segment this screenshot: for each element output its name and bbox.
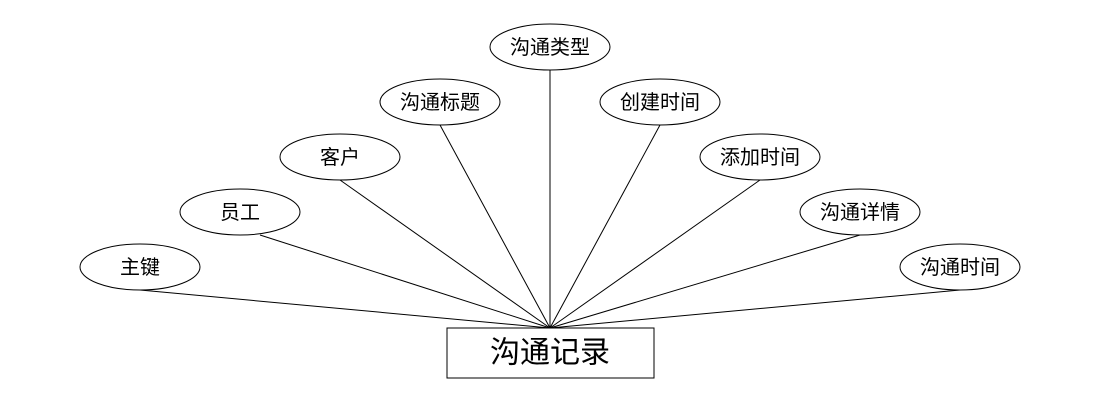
attribute-comm-type: 沟通类型 xyxy=(489,23,611,71)
attribute-label: 沟通详情 xyxy=(820,200,900,224)
attribute-label: 客户 xyxy=(320,145,360,169)
connector-comm-detail xyxy=(549,234,861,329)
attribute-add-time: 添加时间 xyxy=(699,133,821,181)
attribute-ellipse xyxy=(699,133,821,181)
entity-box xyxy=(446,327,655,379)
connector-add-time xyxy=(549,179,761,329)
attribute-ellipse xyxy=(179,188,301,236)
connector-primary-key xyxy=(139,289,551,329)
entity-label: 沟通记录 xyxy=(490,336,610,371)
attribute-ellipse xyxy=(489,23,611,71)
attribute-ellipse xyxy=(599,78,721,126)
attribute-comm-detail: 沟通详情 xyxy=(799,188,921,236)
connector-comm-time xyxy=(549,289,961,329)
attribute-ellipse xyxy=(279,133,401,181)
attribute-label: 添加时间 xyxy=(720,145,800,169)
attribute-create-time: 创建时间 xyxy=(599,78,721,126)
entity-communication-record: 沟通记录 xyxy=(446,327,655,379)
attribute-label: 沟通标题 xyxy=(400,90,480,114)
attribute-label: 沟通类型 xyxy=(510,35,590,59)
attribute-label: 沟通时间 xyxy=(920,255,1000,279)
connectors xyxy=(139,70,961,329)
attribute-ellipse xyxy=(379,78,501,126)
connector-customer xyxy=(339,179,551,329)
attribute-customer: 客户 xyxy=(279,133,401,181)
attribute-employee: 员工 xyxy=(179,188,301,236)
attribute-label: 主键 xyxy=(120,255,160,279)
attribute-label: 创建时间 xyxy=(620,90,700,114)
attribute-comm-title: 沟通标题 xyxy=(379,78,501,126)
attribute-primary-key: 主键 xyxy=(79,243,201,291)
attribute-comm-time: 沟通时间 xyxy=(899,243,1021,291)
attribute-ellipse xyxy=(799,188,921,236)
attribute-ellipse xyxy=(79,243,201,291)
attribute-ellipse xyxy=(899,243,1021,291)
connector-comm-title xyxy=(439,124,551,329)
connector-employee xyxy=(259,234,551,329)
connector-create-time xyxy=(549,124,661,329)
attribute-label: 员工 xyxy=(220,200,260,224)
